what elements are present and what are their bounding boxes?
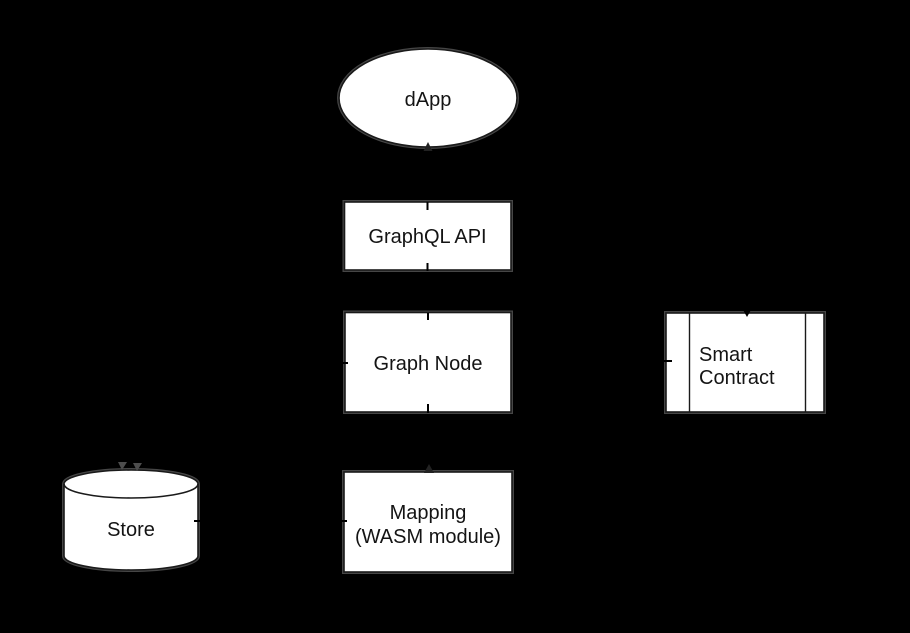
smart-contract-label-line2: Contract <box>699 367 775 389</box>
arrowhead-mapping-top <box>424 464 434 473</box>
smart-contract-label-line1: Smart <box>699 344 753 366</box>
mapping-label-line1: Mapping <box>390 502 467 524</box>
arrowhead-smart-contract-top <box>742 309 752 317</box>
store-cylinder <box>63 469 199 571</box>
arrowhead-store-top-left <box>118 462 127 470</box>
node-mapping: Mapping (WASM module) <box>342 470 514 574</box>
dapp-label: dApp <box>405 89 452 111</box>
node-graphql-api: GraphQL API <box>342 200 513 272</box>
arrowhead-dapp-bottom <box>423 142 433 151</box>
node-store: Store <box>62 468 200 572</box>
store-cylinder-rim <box>63 483 199 499</box>
arrowhead-store-top-right <box>133 463 142 471</box>
mapping-label-line2: (WASM module) <box>355 526 501 548</box>
node-smart-contract: Smart Contract <box>664 311 826 414</box>
smart-contract-box <box>665 312 825 413</box>
graph-node-label: Graph Node <box>374 353 483 375</box>
graphql-api-label: GraphQL API <box>368 226 486 248</box>
store-label: Store <box>107 519 155 541</box>
mapping-box <box>343 471 513 573</box>
node-graph-node: Graph Node <box>343 310 513 414</box>
node-dapp: dApp <box>337 47 519 149</box>
connector-fragments <box>118 142 752 522</box>
